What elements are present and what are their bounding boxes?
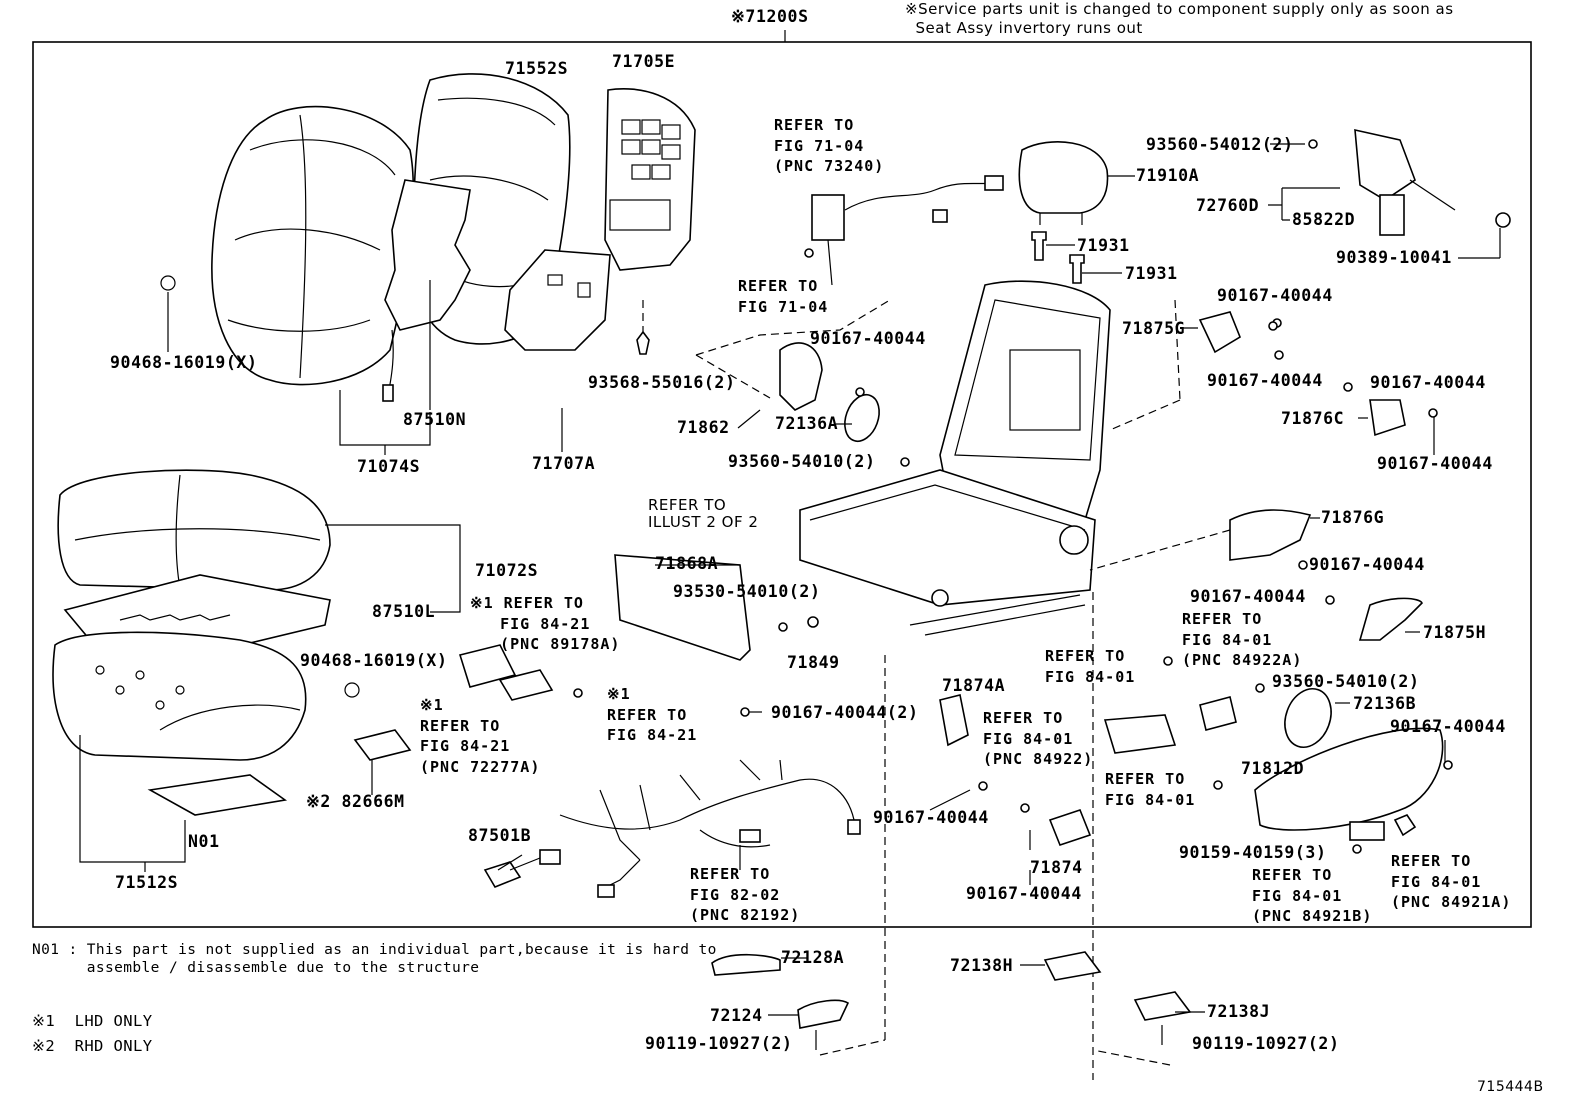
part-72128a: 72128A [781, 948, 845, 967]
part-71931-a: 71931 [1077, 236, 1130, 255]
ref-fig-84-01-84922: REFER TO FIG 84-01 (PNC 84922) [983, 709, 1094, 768]
part-93568-55016: 93568-55016(2) [588, 373, 736, 392]
part-90389-10041: 90389-10041 [1336, 248, 1452, 267]
cushion-pad-71512s [52, 631, 307, 761]
ref-fig-82-02: REFER TO FIG 82-02 (PNC 82192) [690, 865, 801, 924]
seat-frame [799, 280, 1111, 636]
part-90167-40044-c: 90167-40044 [1207, 371, 1323, 390]
part-93530-54010: 93530-54010(2) [673, 582, 821, 601]
part-82666m: ※2 82666M [306, 792, 405, 811]
part-71868a: 71868A [655, 554, 719, 573]
cover-72138j [1133, 991, 1192, 1021]
part-87510n: 87510N [403, 410, 467, 429]
heater-mat-87510n [384, 179, 471, 331]
part-93560-54010-a: 93560-54010(2) [728, 452, 876, 471]
service-note: ※Service parts unit is changed to compon… [905, 0, 1454, 37]
part-90119-10927-a: 90119-10927(2) [645, 1034, 793, 1053]
side-shield-71868a [614, 554, 751, 661]
back-panel-71707a [504, 249, 611, 351]
part-90167-40044-b: 90167-40044 [1217, 286, 1333, 305]
part-90167-40044-2: 90167-40044(2) [771, 703, 919, 722]
headrest-71910a [1018, 141, 1109, 225]
seatback-cover-71074s [211, 105, 414, 386]
part-71875h: 71875H [1423, 623, 1487, 642]
main-frame [32, 41, 1532, 928]
ref-illust-2-of-2: REFER TO ILLUST 2 OF 2 [648, 496, 759, 531]
cushion-cover-71072s [57, 469, 331, 591]
ref-fig-84-21: ※1 REFER TO FIG 84-21 [607, 685, 698, 744]
part-87510l: 87510L [372, 602, 436, 621]
footnote-n01: N01 : This part is not supplied as an in… [32, 942, 717, 976]
part-72138j: 72138J [1207, 1002, 1271, 1021]
part-71552s: 71552S [505, 59, 569, 78]
part-90167-40044-g: 90167-40044 [873, 808, 989, 827]
ref-fig-84-01-84922a: REFER TO FIG 84-01 (PNC 84922A) [1182, 610, 1303, 669]
part-90468-16019-top: 90468-16019(X) [110, 353, 258, 372]
switch-panel-71812d [1254, 727, 1444, 831]
part-72760d: 72760D [1196, 196, 1260, 215]
ref-fig-84-01-84921b: REFER TO FIG 84-01 (PNC 84921B) [1252, 866, 1373, 925]
ref-fig-84-01-a: REFER TO FIG 84-01 [1045, 647, 1136, 686]
part-87501b: 87501B [468, 826, 532, 845]
part-71849: 71849 [787, 653, 840, 672]
part-90159-40159: 90159-40159(3) [1179, 843, 1327, 862]
part-71874a: 71874A [942, 676, 1006, 695]
ref-fig-84-01-b: REFER TO FIG 84-01 [1105, 770, 1196, 809]
ref-fig-71-04-pnc: REFER TO FIG 71-04 (PNC 73240) [774, 116, 885, 175]
part-90167-40044-d: 90167-40044 [1370, 373, 1486, 392]
part-71074s: 71074S [357, 457, 421, 476]
part-90167-40044-j: 90167-40044 [1390, 717, 1506, 736]
part-93560-54010-b: 93560-54010(2) [1272, 672, 1420, 691]
part-71875g: 71875G [1122, 319, 1186, 338]
footnote-rhd: ※2 RHD ONLY [32, 1037, 153, 1055]
n01-mat [147, 774, 288, 816]
part-72138h: 72138H [950, 956, 1014, 975]
cover-72124 [797, 999, 850, 1029]
part-90167-40044-h: 90167-40044 [966, 884, 1082, 903]
part-n01: N01 [188, 832, 220, 851]
footnote-lhd: ※1 LHD ONLY [32, 1012, 153, 1030]
ref-fig-71-04: REFER TO FIG 71-04 [738, 277, 829, 316]
part-72136a: 72136A [775, 414, 839, 433]
part-71876c: 71876C [1281, 409, 1345, 428]
part-71812d: 71812D [1241, 759, 1305, 778]
main-part-number: ※71200S [731, 7, 809, 26]
recliner-cover-parts [1198, 128, 1511, 641]
part-85822d: 85822D [1292, 210, 1356, 229]
part-71512s: 71512S [115, 873, 179, 892]
cover-72138h [1043, 951, 1102, 981]
part-71910a: 71910A [1136, 166, 1200, 185]
part-71931-b: 71931 [1125, 264, 1178, 283]
part-93560-54012: 93560-54012(2) [1146, 135, 1294, 154]
part-71874: 71874 [1030, 858, 1083, 877]
part-71862: 71862 [677, 418, 730, 437]
part-72124: 72124 [710, 1006, 763, 1025]
ref-fig-84-21-72277a: ※1 REFER TO FIG 84-21 (PNC 72277A) [420, 696, 541, 776]
figure-id: 715444B [1477, 1079, 1544, 1095]
ref-fig-84-01-84921a: REFER TO FIG 84-01 (PNC 84921A) [1391, 852, 1512, 911]
part-90119-10927-b: 90119-10927(2) [1192, 1034, 1340, 1053]
part-90167-40044-e: 90167-40044 [1377, 454, 1493, 473]
part-71705e: 71705E [612, 52, 676, 71]
part-90167-40044-i: 90167-40044 [1190, 587, 1306, 606]
part-90167-40044-a: 90167-40044 [810, 329, 926, 348]
cover-72128a [711, 953, 781, 976]
back-board-71705e [604, 88, 696, 271]
part-90468-16019-mid: 90468-16019(X) [300, 651, 448, 670]
part-72136b: 72136B [1353, 694, 1417, 713]
part-71072s: 71072S [475, 561, 539, 580]
part-71707a: 71707A [532, 454, 596, 473]
part-71876g: 71876G [1321, 508, 1385, 527]
seat-belt-buckle [811, 175, 1004, 286]
part-90167-40044-f: 90167-40044 [1309, 555, 1425, 574]
ref-fig-84-21-89178a: ※1 REFER TO FIG 84-21 (PNC 89178A) [470, 594, 621, 653]
